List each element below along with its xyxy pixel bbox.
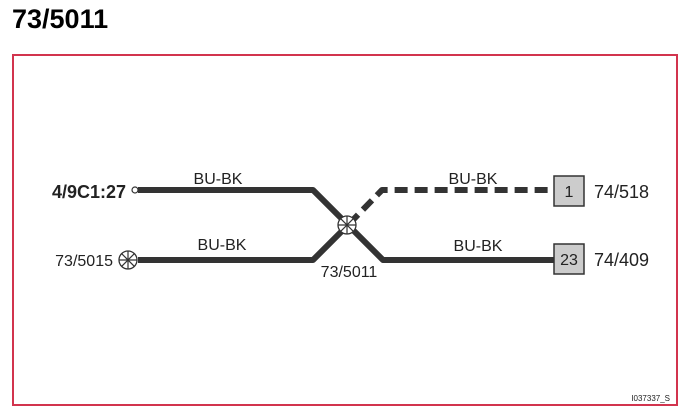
ground-terminal-icon: [118, 250, 138, 270]
splice-label: 73/5011: [321, 264, 378, 281]
connector-label-74-518: 74/518: [594, 182, 649, 202]
connector-label-4-9c1-27: 4/9C1:27: [52, 182, 126, 202]
wire-right-upper-dashed: [346, 187, 554, 227]
pin-number-23: 23: [560, 252, 578, 269]
wire-color-left-upper: BU-BK: [194, 171, 243, 188]
wire-right-lower: [346, 223, 554, 263]
pin-box-23: [553, 243, 585, 275]
wire-left-lower: [138, 223, 350, 263]
pin-box-1: [553, 175, 585, 207]
pin-number-1: 1: [565, 184, 574, 201]
wire-color-left-lower: BU-BK: [198, 237, 247, 254]
page-title: 73/5011: [12, 4, 109, 34]
splice-icon: [337, 215, 357, 235]
wire-color-right-upper: BU-BK: [449, 171, 498, 188]
diagram-frame: [12, 54, 678, 406]
connector-label-74-409: 74/409: [594, 250, 649, 270]
connector-label-73-5015: 73/5015: [55, 253, 113, 270]
wire-left-upper: [138, 187, 350, 227]
wire-color-right-lower: BU-BK: [454, 238, 503, 255]
figure-id: I037337_S: [631, 394, 670, 403]
open-circle-terminal-icon: [131, 186, 139, 194]
